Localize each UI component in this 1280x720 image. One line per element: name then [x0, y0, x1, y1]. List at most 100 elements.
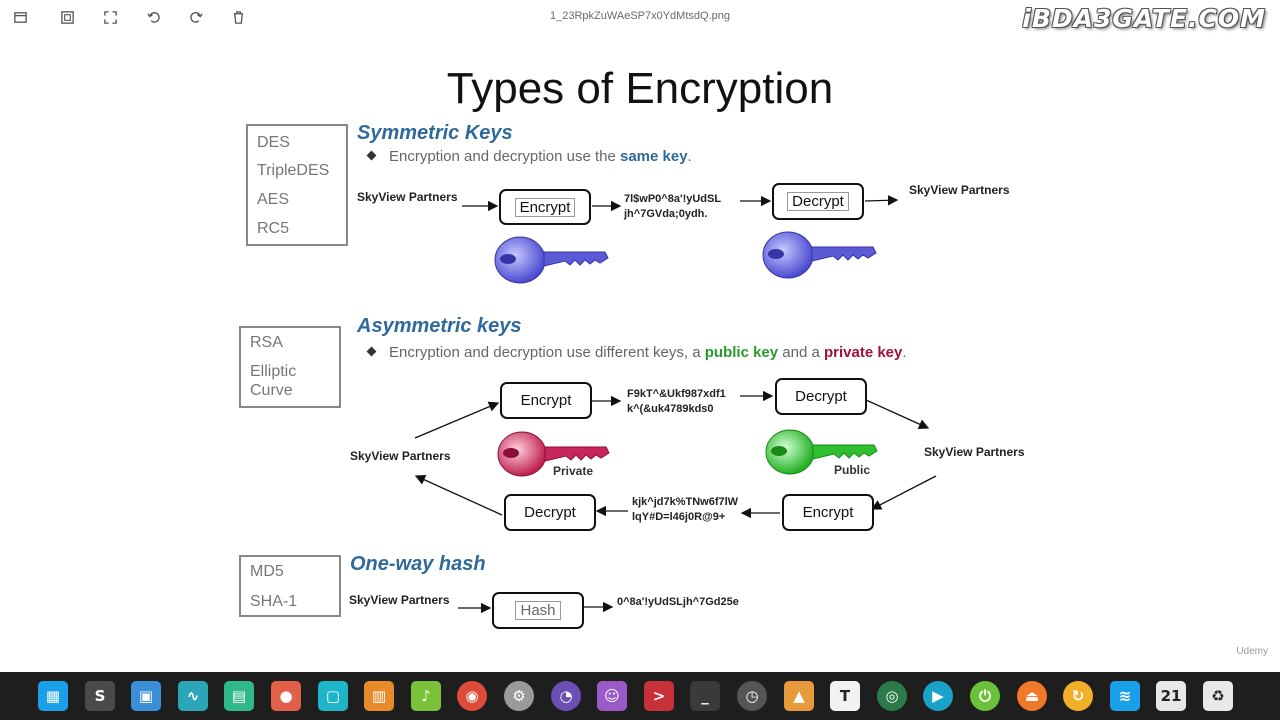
- algorithm-label: Elliptic: [250, 363, 297, 380]
- algorithm-label: SHA-1: [250, 593, 298, 610]
- hash-output: 0^8a'!yUdSLjh^7Gd25e: [617, 596, 739, 608]
- ciphertext: kjk^jd7k%TNw6f7lW lqY#D=l46j0R@9+: [632, 495, 738, 525]
- package-icon-glyph: ▢: [325, 687, 341, 705]
- bullet-text: Encryption and decryption use different …: [389, 344, 705, 361]
- package-icon[interactable]: ▢: [318, 681, 348, 711]
- arrow: [414, 475, 503, 516]
- screen-recorder-icon[interactable]: ▶: [923, 681, 953, 711]
- record-icon[interactable]: ●: [271, 681, 301, 711]
- system-monitor-icon[interactable]: ∿: [178, 681, 208, 711]
- text-editor-icon[interactable]: T: [830, 681, 860, 711]
- chrome-icon[interactable]: ◉: [457, 681, 487, 711]
- power-icon-glyph: ⏻: [979, 687, 991, 705]
- archive-icon-glyph: ▥: [371, 687, 387, 705]
- archive-icon[interactable]: ▥: [364, 681, 394, 711]
- ciphertext-line: lqY#D=l46j0R@9+: [632, 511, 726, 523]
- arrow: [865, 399, 930, 429]
- decrypt-box: Decrypt: [504, 494, 596, 531]
- terminal-dark-icon-glyph: _: [701, 687, 709, 705]
- image-viewer-icon[interactable]: ▲: [784, 681, 814, 711]
- clock-icon[interactable]: ◷: [737, 681, 767, 711]
- terminal-green-icon[interactable]: ▤: [224, 681, 254, 711]
- backup-icon[interactable]: ↻: [1063, 681, 1093, 711]
- recycle-bin-icon-glyph: ♻: [1211, 687, 1225, 705]
- settings-icon[interactable]: ⚙: [504, 681, 534, 711]
- chrome-icon-glyph: ◉: [465, 687, 479, 705]
- asymmetric-heading: Asymmetric keys: [357, 315, 522, 337]
- rotate-left-icon[interactable]: [142, 6, 164, 28]
- bullet-text: and a: [778, 344, 824, 361]
- private-key-text: private key: [823, 344, 903, 361]
- music-icon[interactable]: ♪: [411, 681, 441, 711]
- sender-label: SkyView Partners: [349, 593, 450, 607]
- hash-heading: One-way hash: [350, 553, 486, 575]
- recycle-bin-icon[interactable]: ♻: [1203, 681, 1233, 711]
- watermark-text: iBDA3GATE.COM: [1022, 4, 1266, 33]
- algorithm-label: MD5: [250, 563, 284, 580]
- bullet-text: .: [687, 148, 692, 165]
- bullet-icon: [366, 346, 377, 357]
- calendar-icon-glyph: 21: [1160, 687, 1182, 705]
- hash-box: Hash: [492, 592, 584, 629]
- character-icon-glyph: ☺: [604, 687, 620, 705]
- character-icon[interactable]: ☺: [597, 681, 627, 711]
- terminal-green-icon-glyph: ▤: [231, 687, 247, 705]
- text-editor-icon-glyph: T: [839, 687, 851, 705]
- sublime-text-icon[interactable]: S: [85, 681, 115, 711]
- bullet-text: .: [902, 344, 907, 361]
- bullet-text: Encryption and decryption use the: [389, 148, 620, 165]
- cpu-monitor-icon-glyph: ◔: [559, 687, 573, 705]
- fullscreen-icon[interactable]: [99, 6, 121, 28]
- ciphertext-line: k^(&uk4789kds0: [627, 403, 714, 415]
- encrypt-box: Encrypt: [499, 189, 591, 225]
- hash-algorithms-box: MD5 SHA-1: [239, 555, 341, 617]
- symmetric-key-icon: [494, 236, 609, 284]
- window-manager-icon-glyph: ▣: [138, 687, 154, 705]
- hash-label: Hash: [515, 601, 561, 620]
- terminal-red-icon[interactable]: >: [644, 681, 674, 711]
- wifi-icon-glyph: ≋: [1118, 687, 1132, 705]
- music-icon-glyph: ♪: [421, 687, 431, 705]
- rotate-right-icon[interactable]: [185, 6, 207, 28]
- calendar-icon[interactable]: 21: [1156, 681, 1186, 711]
- decrypt-box: Decrypt: [772, 183, 864, 220]
- fit-icon[interactable]: [56, 6, 78, 28]
- file-name: 1_23RpkZuWAeSP7x0YdMtsdQ.png: [550, 10, 730, 22]
- cpu-monitor-icon[interactable]: ◔: [551, 681, 581, 711]
- terminal-red-icon-glyph: >: [652, 687, 666, 705]
- algorithm-label: DES: [257, 134, 290, 151]
- public-label: Public: [834, 463, 871, 477]
- decrypt-label: Decrypt: [787, 192, 849, 211]
- encrypt-label: Encrypt: [514, 197, 576, 217]
- symmetric-key-icon: [762, 231, 877, 279]
- encrypt-box: Encrypt: [782, 494, 874, 531]
- ciphertext-line: jh^7GVda;0ydh.: [624, 208, 708, 220]
- launcher-icon-glyph: ▦: [45, 687, 61, 705]
- eject-icon[interactable]: ⏏: [1017, 681, 1047, 711]
- wifi-icon[interactable]: ≋: [1110, 681, 1140, 711]
- clock-icon-glyph: ◷: [745, 687, 759, 705]
- decrypt-box: Decrypt: [775, 378, 867, 415]
- camera-icon[interactable]: ◎: [877, 681, 907, 711]
- left-party-label: SkyView Partners: [350, 449, 451, 463]
- launcher-icon[interactable]: ▦: [38, 681, 68, 711]
- public-key-text: public key: [704, 344, 779, 361]
- bullet-icon: [366, 150, 377, 161]
- eject-icon-glyph: ⏏: [1024, 687, 1040, 705]
- receiver-label: SkyView Partners: [909, 183, 1010, 197]
- terminal-dark-icon[interactable]: _: [690, 681, 720, 711]
- window-manager-icon[interactable]: ▣: [131, 681, 161, 711]
- asymmetric-bullet: Encryption and decryption use different …: [366, 344, 907, 361]
- power-icon[interactable]: ⏻: [970, 681, 1000, 711]
- system-monitor-icon-glyph: ∿: [186, 687, 200, 705]
- private-label: Private: [553, 464, 594, 478]
- algorithm-label: Curve: [250, 382, 293, 399]
- ciphertext-line: kjk^jd7k%TNw6f7lW: [632, 496, 739, 508]
- symmetric-heading: Symmetric Keys: [357, 122, 513, 144]
- trash-icon[interactable]: [227, 6, 249, 28]
- ciphertext-line: F9kT^&Ukf987xdf1: [627, 388, 726, 400]
- same-key-text: same key: [619, 148, 688, 165]
- window-icon[interactable]: [9, 6, 31, 28]
- arrow: [414, 401, 500, 439]
